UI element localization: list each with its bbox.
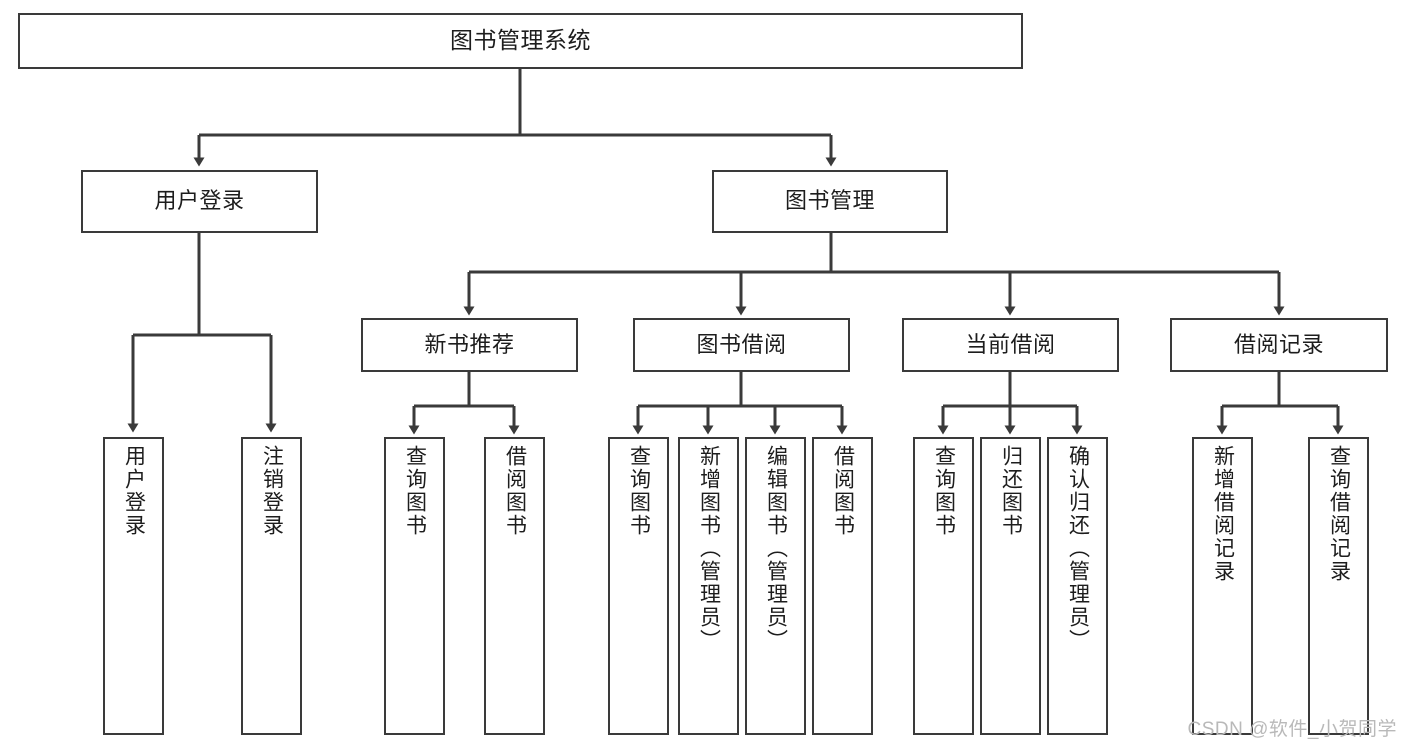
leaf-query-book-1[interactable]: 查询图书 [384,437,445,735]
leaf-borrow-book-1[interactable]: 借阅图书 [484,437,545,735]
node-current-borrow[interactable]: 当前借阅 [902,318,1119,372]
leaf-query-book-1-label: 查询图书 [403,445,427,537]
leaf-add-book[interactable]: 新增图书（管理员） [678,437,739,735]
node-borrow-record[interactable]: 借阅记录 [1170,318,1388,372]
leaf-user-login[interactable]: 用户登录 [103,437,164,735]
node-borrow-record-label: 借阅记录 [1233,331,1324,357]
leaf-add-record-label: 新增借阅记录 [1211,445,1235,583]
leaf-confirm-return[interactable]: 确认归还（管理员） [1047,437,1108,735]
node-book-manage-label: 图书管理 [784,188,875,214]
node-new-book-rec[interactable]: 新书推荐 [361,318,578,372]
leaf-query-record[interactable]: 查询借阅记录 [1308,437,1369,735]
node-root[interactable]: 图书管理系统 [18,13,1023,69]
leaf-edit-book-label: 编辑图书（管理员） [764,445,788,652]
leaf-borrow-book-2[interactable]: 借阅图书 [812,437,873,735]
leaf-query-book-2[interactable]: 查询图书 [608,437,669,735]
leaf-return-book[interactable]: 归还图书 [980,437,1041,735]
node-new-book-rec-label: 新书推荐 [424,331,515,357]
node-root-label: 图书管理系统 [450,27,591,54]
node-user-login[interactable]: 用户登录 [81,170,318,233]
leaf-query-book-3[interactable]: 查询图书 [913,437,974,735]
leaf-query-record-label: 查询借阅记录 [1327,445,1351,583]
leaf-add-book-label: 新增图书（管理员） [697,445,721,652]
leaf-borrow-book-1-label: 借阅图书 [503,445,527,537]
leaf-query-book-2-label: 查询图书 [627,445,651,537]
leaf-return-book-label: 归还图书 [999,445,1023,537]
leaf-confirm-return-label: 确认归还（管理员） [1066,445,1090,652]
node-user-login-label: 用户登录 [154,188,245,214]
leaf-add-record[interactable]: 新增借阅记录 [1192,437,1253,735]
leaf-user-login-label: 用户登录 [122,445,146,537]
leaf-logout-label: 注销登录 [260,445,284,537]
watermark: CSDN @软件_小贺同学 [1187,719,1397,740]
leaf-query-book-3-label: 查询图书 [932,445,956,537]
node-current-borrow-label: 当前借阅 [965,331,1056,357]
node-book-borrow-label: 图书借阅 [696,331,787,357]
leaf-borrow-book-2-label: 借阅图书 [831,445,855,537]
leaf-logout[interactable]: 注销登录 [241,437,302,735]
node-book-borrow[interactable]: 图书借阅 [633,318,850,372]
leaf-edit-book[interactable]: 编辑图书（管理员） [745,437,806,735]
node-book-manage[interactable]: 图书管理 [712,170,948,233]
